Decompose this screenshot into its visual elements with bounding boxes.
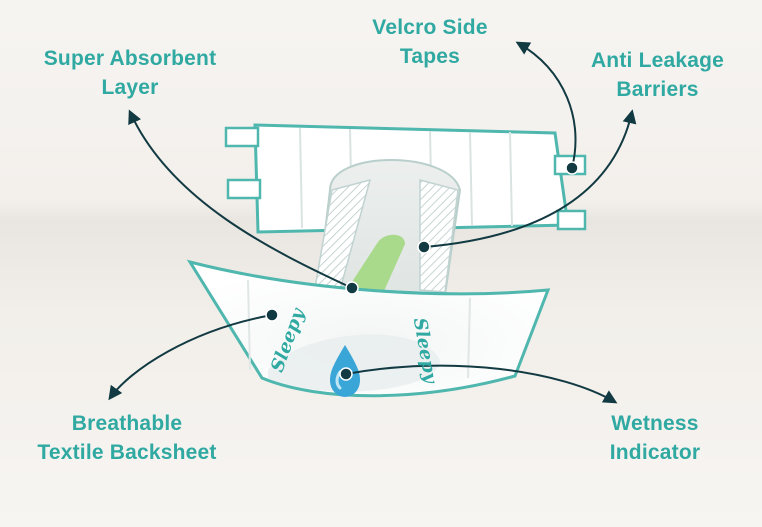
diaper-inner-core <box>315 160 460 301</box>
label-super-absorbent-layer: Super Absorbent Layer <box>30 44 230 102</box>
label-velcro-side-tapes: Velcro Side Tapes <box>350 13 510 71</box>
label-anti-leakage-barriers: Anti Leakage Barriers <box>575 46 740 104</box>
label-wetness-indicator: Wetness Indicator <box>590 409 720 467</box>
label-breathable-textile-backsheet: Breathable Textile Backsheet <box>22 409 232 467</box>
